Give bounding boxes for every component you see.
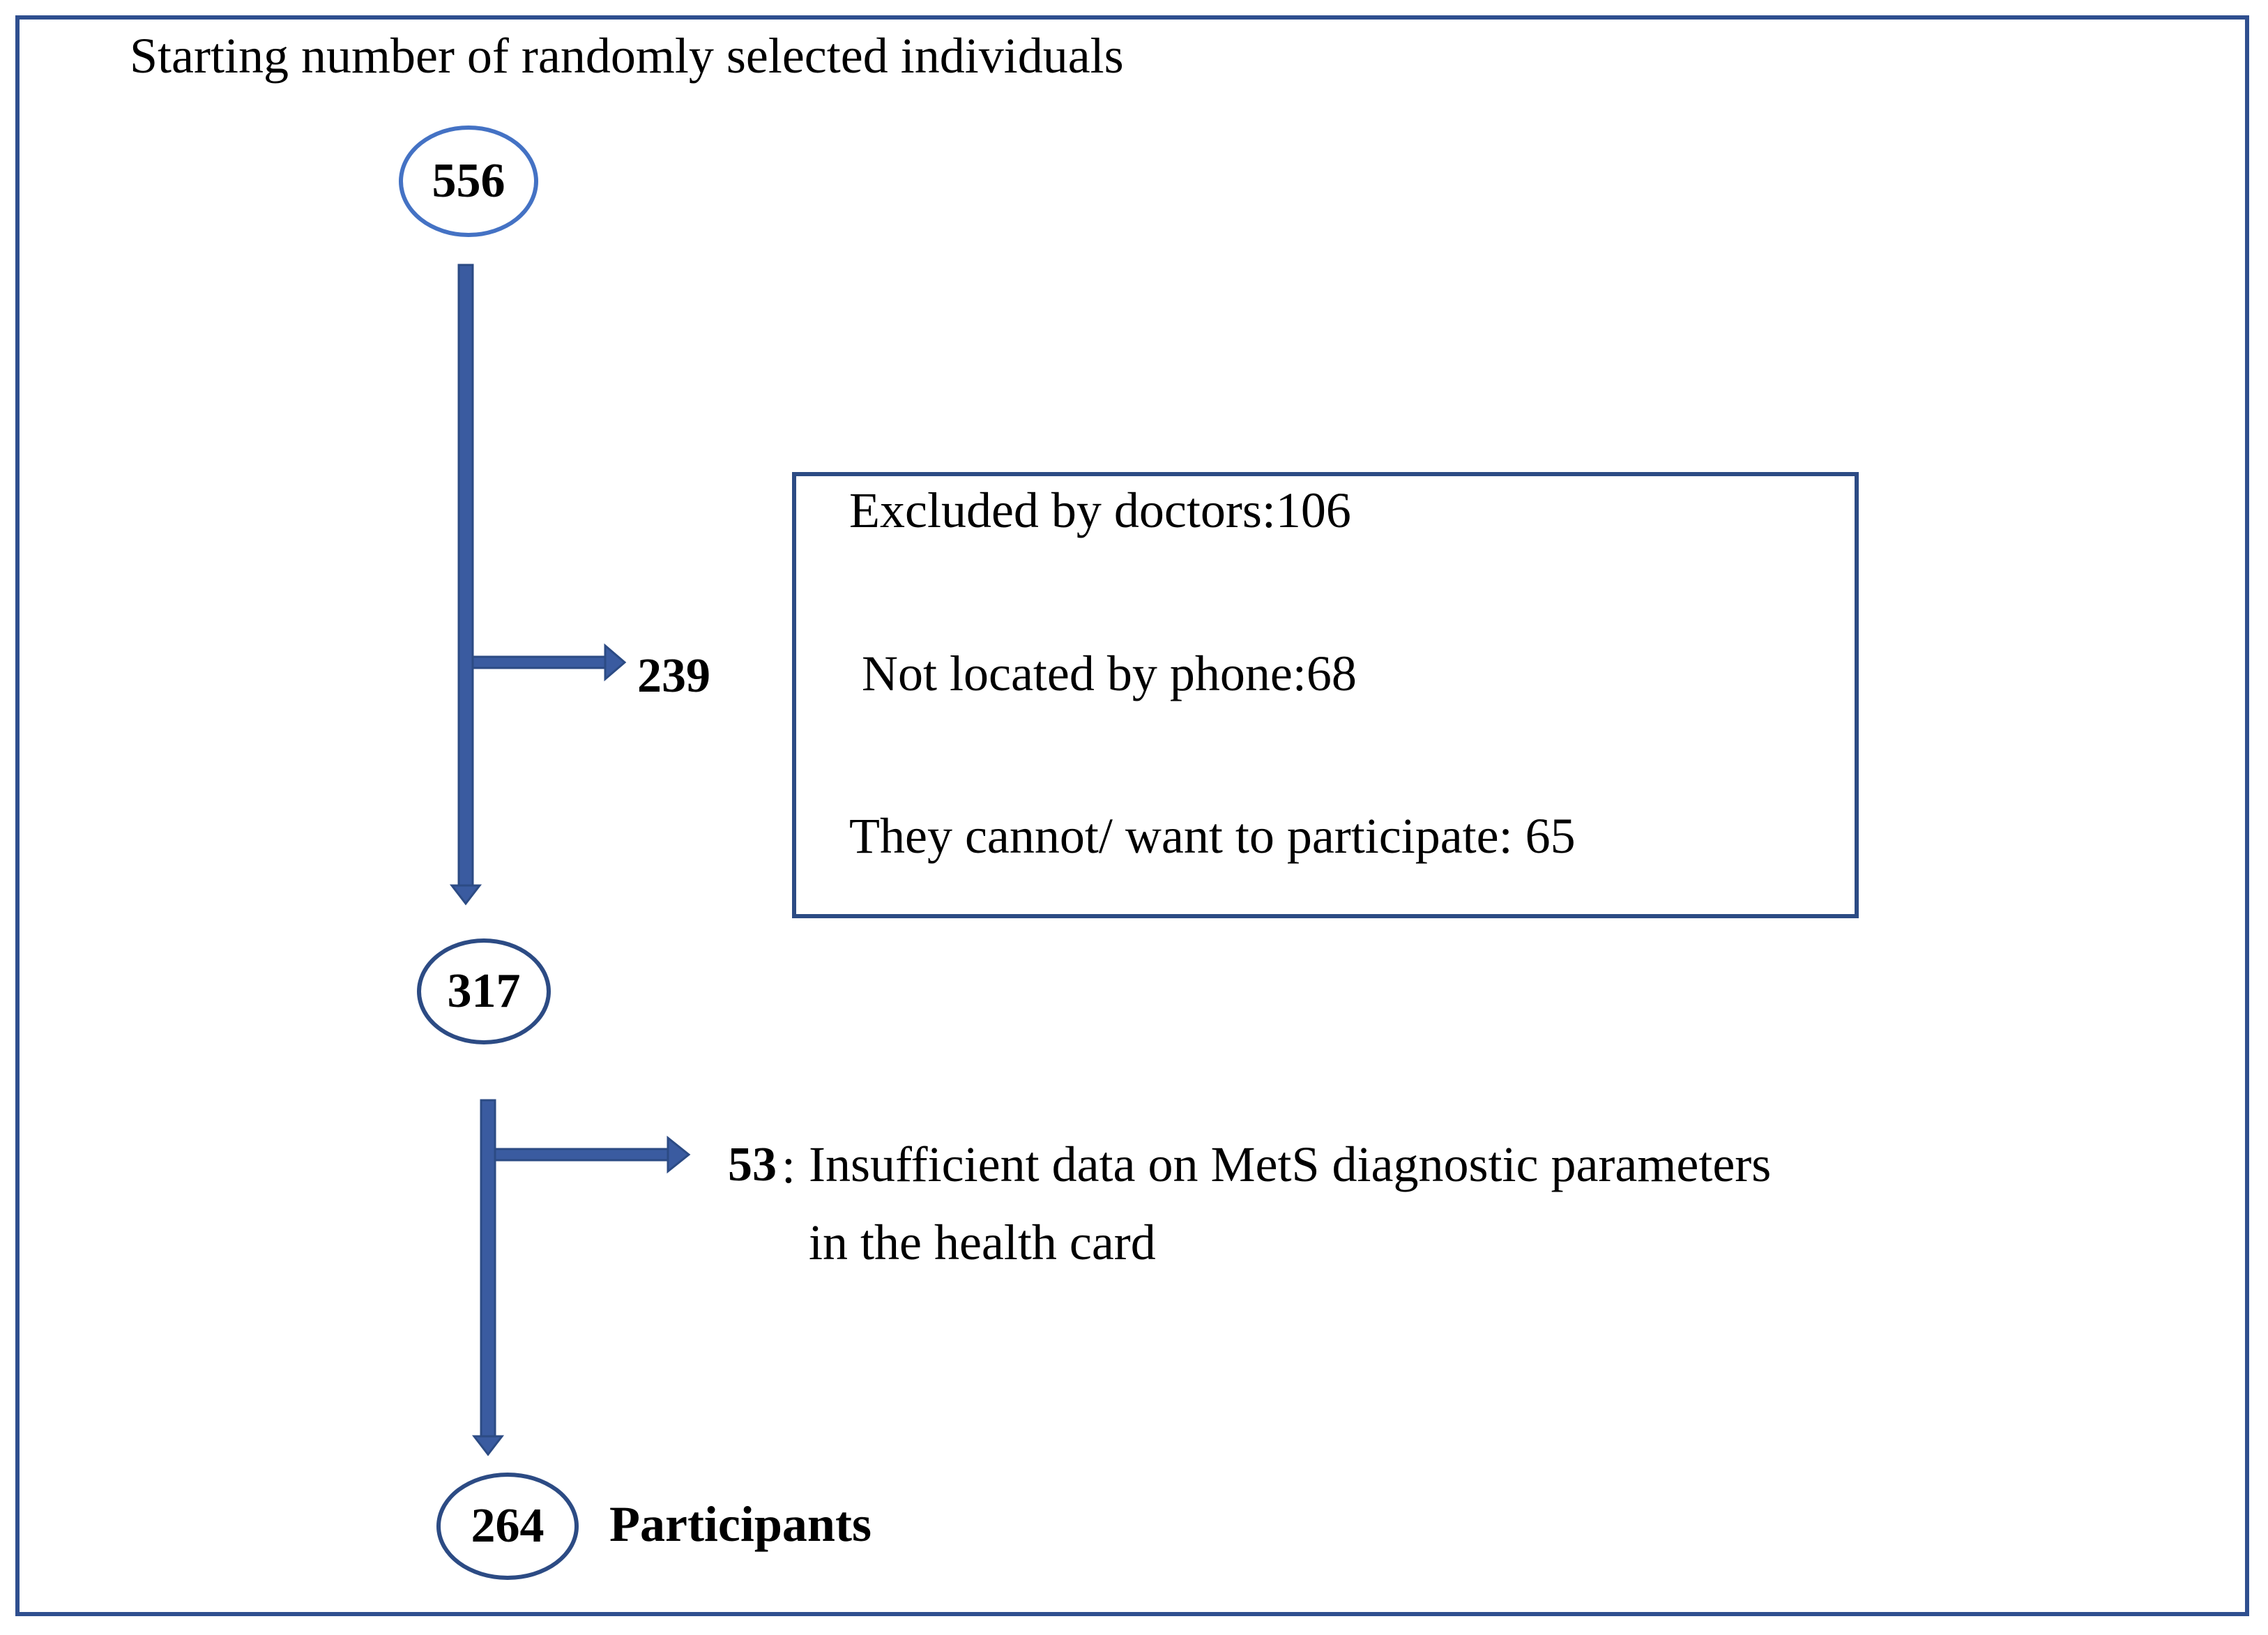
exclusion-reason-doctors: Excluded by doctors:106	[849, 482, 1351, 538]
arrow-right-to-53	[494, 1135, 691, 1174]
node-intermediate-count: 317	[417, 938, 551, 1044]
second-exclusion-count: 53	[728, 1138, 777, 1192]
node-start-label: 556	[432, 154, 505, 208]
second-exclusion-reason-line2: in the health card	[809, 1215, 1156, 1270]
exclusion-reason-phone: Not located by phone:68	[862, 646, 1357, 701]
arrow-right-to-239	[471, 643, 627, 682]
node-start-count: 556	[399, 126, 538, 237]
node-intermediate-label: 317	[447, 964, 521, 1018]
node-final-count: 264	[436, 1473, 579, 1580]
arrow-down-start-to-intermediate	[449, 264, 482, 906]
node-final-label: 264	[471, 1499, 545, 1553]
diagram-title: Starting number of randomly selected ind…	[130, 28, 1124, 84]
second-exclusion-separator: :	[782, 1138, 796, 1194]
first-exclusion-count: 239	[637, 649, 710, 703]
exclusion-reason-declined: They cannot/ want to participate: 65	[849, 808, 1576, 864]
arrow-down-intermediate-to-final	[471, 1099, 505, 1457]
diagram-frame	[15, 15, 2249, 1616]
exclusion-reasons-box	[792, 472, 1859, 918]
second-exclusion-reason-line1: Insufficient data on MetS diagnostic par…	[809, 1136, 1772, 1192]
participants-label: Participants	[609, 1496, 872, 1552]
